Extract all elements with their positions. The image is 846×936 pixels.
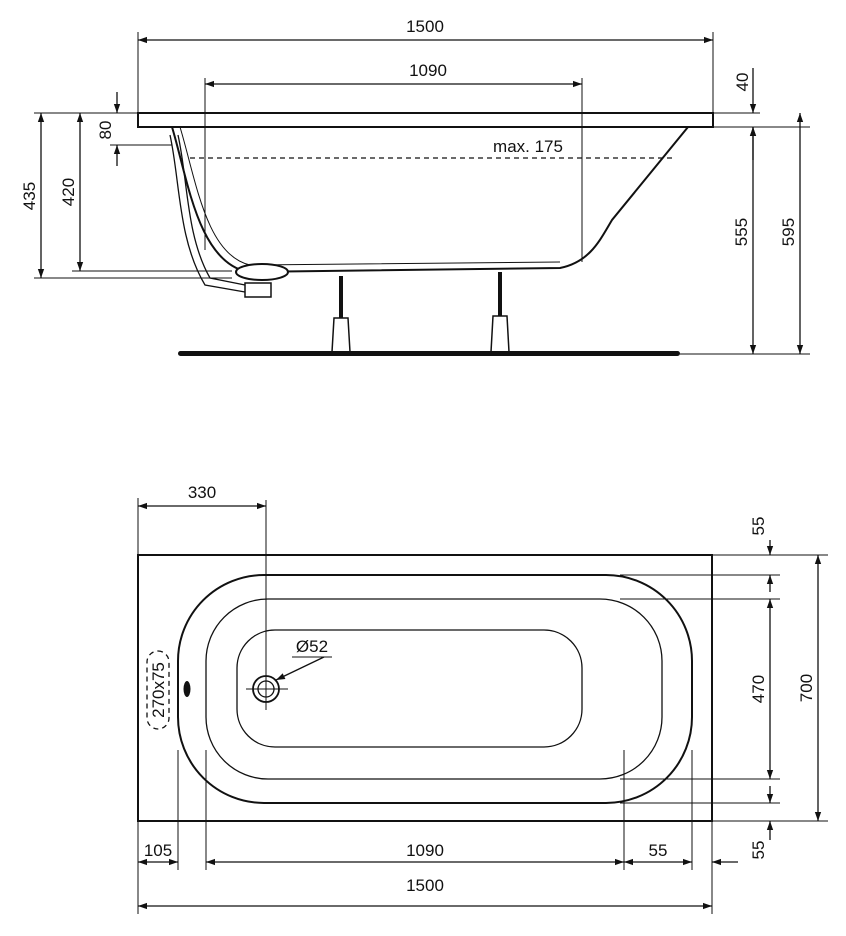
leg-left <box>331 276 351 353</box>
side-height-435-label: 435 <box>20 182 39 210</box>
side-height-555-label: 555 <box>732 218 751 246</box>
total-width-label: 700 <box>797 674 816 702</box>
drain-fitting <box>235 263 289 281</box>
inner-width-label: 470 <box>749 675 768 703</box>
end-left-label: 105 <box>144 841 172 860</box>
rim-top-label: 55 <box>749 517 768 536</box>
max-water-label: max. 175 <box>493 137 563 156</box>
tub-rim <box>137 112 714 128</box>
top-inner-length-label: 1090 <box>406 841 444 860</box>
side-total-length-label: 1500 <box>406 17 444 36</box>
top-total-length-label: 1500 <box>406 876 444 895</box>
side-overflow-drop-label: 80 <box>96 121 115 140</box>
top-basin-edge <box>205 598 663 780</box>
side-height-595-label: 595 <box>779 218 798 246</box>
top-view: 270x75 Ø52 330 55 470 55 700 <box>137 483 828 914</box>
overflow-hole <box>183 681 191 697</box>
drain-diameter-label: Ø52 <box>296 637 328 656</box>
overflow-cutout-label: 270x75 <box>149 662 168 718</box>
side-view: 1500 1090 40 555 595 80 420 435 <box>20 17 810 356</box>
overflow-cutout-outline <box>146 650 170 730</box>
floor-line <box>178 351 680 356</box>
top-rim-edge <box>177 574 693 804</box>
leg-right <box>490 272 510 353</box>
tub-body-outer <box>171 126 689 274</box>
tub-body-inner <box>179 126 561 266</box>
top-basin-floor <box>236 629 583 748</box>
drain-offset-label: 330 <box>188 483 216 502</box>
side-rim-height-label: 40 <box>733 73 752 92</box>
side-height-420-label: 420 <box>59 178 78 206</box>
side-inner-length-label: 1090 <box>409 61 447 80</box>
trap-body <box>244 282 272 298</box>
end-right-label: 55 <box>649 841 668 860</box>
rim-bottom-label: 55 <box>749 841 768 860</box>
top-outer-frame <box>137 554 713 822</box>
drain-leader <box>275 656 325 681</box>
